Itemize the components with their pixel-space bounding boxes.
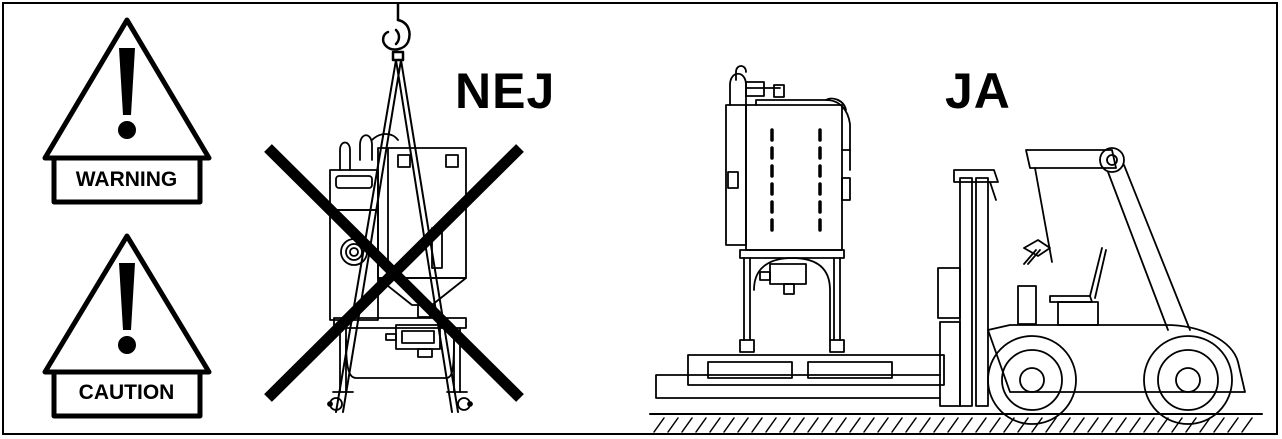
forklift [655, 147, 1246, 425]
warning-label: WARNING [75, 168, 178, 191]
caution-sign [42, 233, 212, 419]
dryer-machine-right [725, 65, 851, 353]
prohibited-cross-icon [264, 144, 524, 402]
right-method-label: JA [945, 63, 1011, 119]
ground-hatching [649, 413, 1263, 433]
caution-label: CAUTION [78, 381, 175, 404]
crane-hook-icon [381, 2, 411, 62]
warning-sign [42, 17, 212, 205]
wrong-method-label: NEJ [455, 63, 556, 119]
